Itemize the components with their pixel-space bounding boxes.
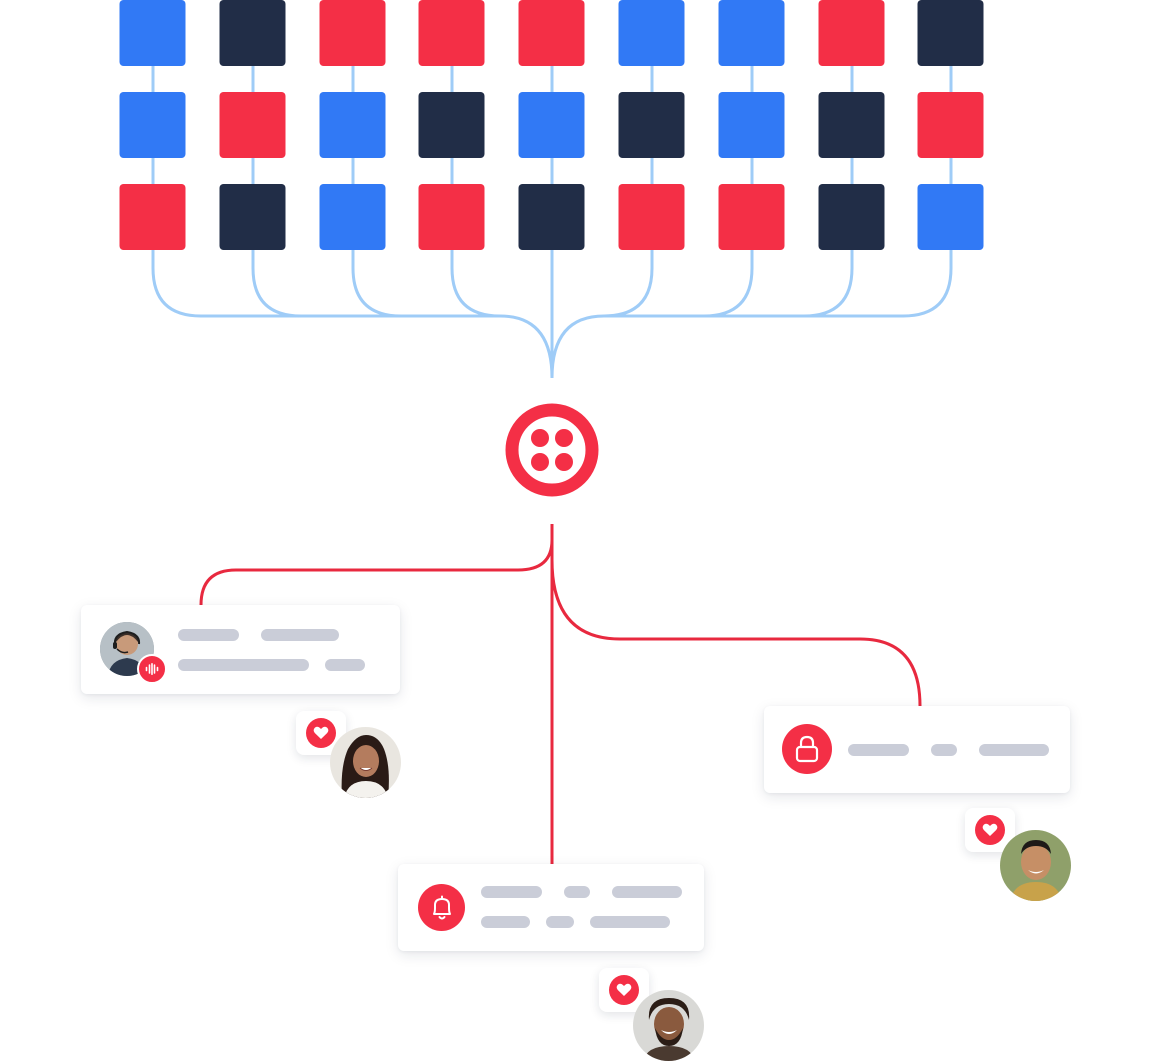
placeholder-bar: [590, 916, 670, 928]
blue-connector-line: [550, 314, 605, 379]
placeholder-bar: [848, 744, 909, 756]
blue-connector-line: [604, 250, 854, 318]
blue-connector-line: [604, 250, 953, 318]
notification-card[interactable]: [398, 864, 704, 951]
placeholder-bar: [612, 886, 682, 898]
security-card[interactable]: [764, 706, 1070, 793]
message-square-blue: [319, 92, 386, 158]
message-square-navy: [818, 92, 885, 158]
message-square-blue: [518, 92, 585, 158]
placeholder-bar: [931, 744, 957, 756]
placeholder-bar: [178, 659, 309, 671]
placeholder-bar: [546, 916, 574, 928]
placeholder-bar: [178, 629, 239, 641]
heart-icon: [609, 975, 639, 1005]
blue-connector-line: [251, 250, 500, 318]
placeholder-bar: [325, 659, 365, 671]
message-square-blue: [119, 0, 186, 66]
message-square-navy: [518, 184, 585, 250]
blue-connector-line: [351, 250, 500, 318]
message-square-red: [917, 92, 984, 158]
placeholder-bar: [481, 916, 530, 928]
message-square-navy: [219, 184, 286, 250]
message-square-red: [518, 0, 585, 66]
lock-icon: [782, 724, 832, 774]
message-square-blue: [917, 184, 984, 250]
message-square-blue: [718, 0, 785, 66]
message-square-red: [718, 184, 785, 250]
message-square-red: [319, 0, 386, 66]
message-square-blue: [319, 184, 386, 250]
blue-connector-line: [151, 250, 500, 318]
message-square-red: [219, 92, 286, 158]
man-avatar: [1000, 830, 1071, 901]
heart-icon: [975, 815, 1005, 845]
blue-connector-line: [499, 314, 554, 379]
message-square-navy: [219, 0, 286, 66]
red-connector-line: [199, 539, 554, 606]
red-connector-lines: [199, 524, 922, 864]
blue-connector-line: [603, 250, 654, 318]
sound-wave-icon: [137, 654, 167, 684]
placeholder-bar: [481, 886, 542, 898]
placeholder-bar: [979, 744, 1049, 756]
woman-avatar: [330, 727, 401, 798]
message-square-red: [618, 184, 685, 250]
message-square-blue: [119, 92, 186, 158]
twilio-logo-icon: [505, 403, 599, 497]
message-square-blue: [718, 92, 785, 158]
red-connector-line: [550, 559, 922, 707]
message-square-red: [818, 0, 885, 66]
heart-icon: [306, 718, 336, 748]
message-square-navy: [917, 0, 984, 66]
message-square-red: [418, 184, 485, 250]
blue-connector-line: [450, 250, 501, 318]
message-square-navy: [818, 184, 885, 250]
bearded-man-avatar: [633, 990, 704, 1061]
message-square-navy: [618, 92, 685, 158]
message-square-blue: [618, 0, 685, 66]
placeholder-bar: [564, 886, 590, 898]
message-square-navy: [418, 92, 485, 158]
message-square-red: [418, 0, 485, 66]
voice-card[interactable]: [81, 605, 400, 694]
blue-connector-line: [604, 250, 754, 318]
bell-icon: [418, 884, 465, 931]
placeholder-bar: [261, 629, 339, 641]
message-square-red: [119, 184, 186, 250]
message-grid: [119, 0, 984, 250]
